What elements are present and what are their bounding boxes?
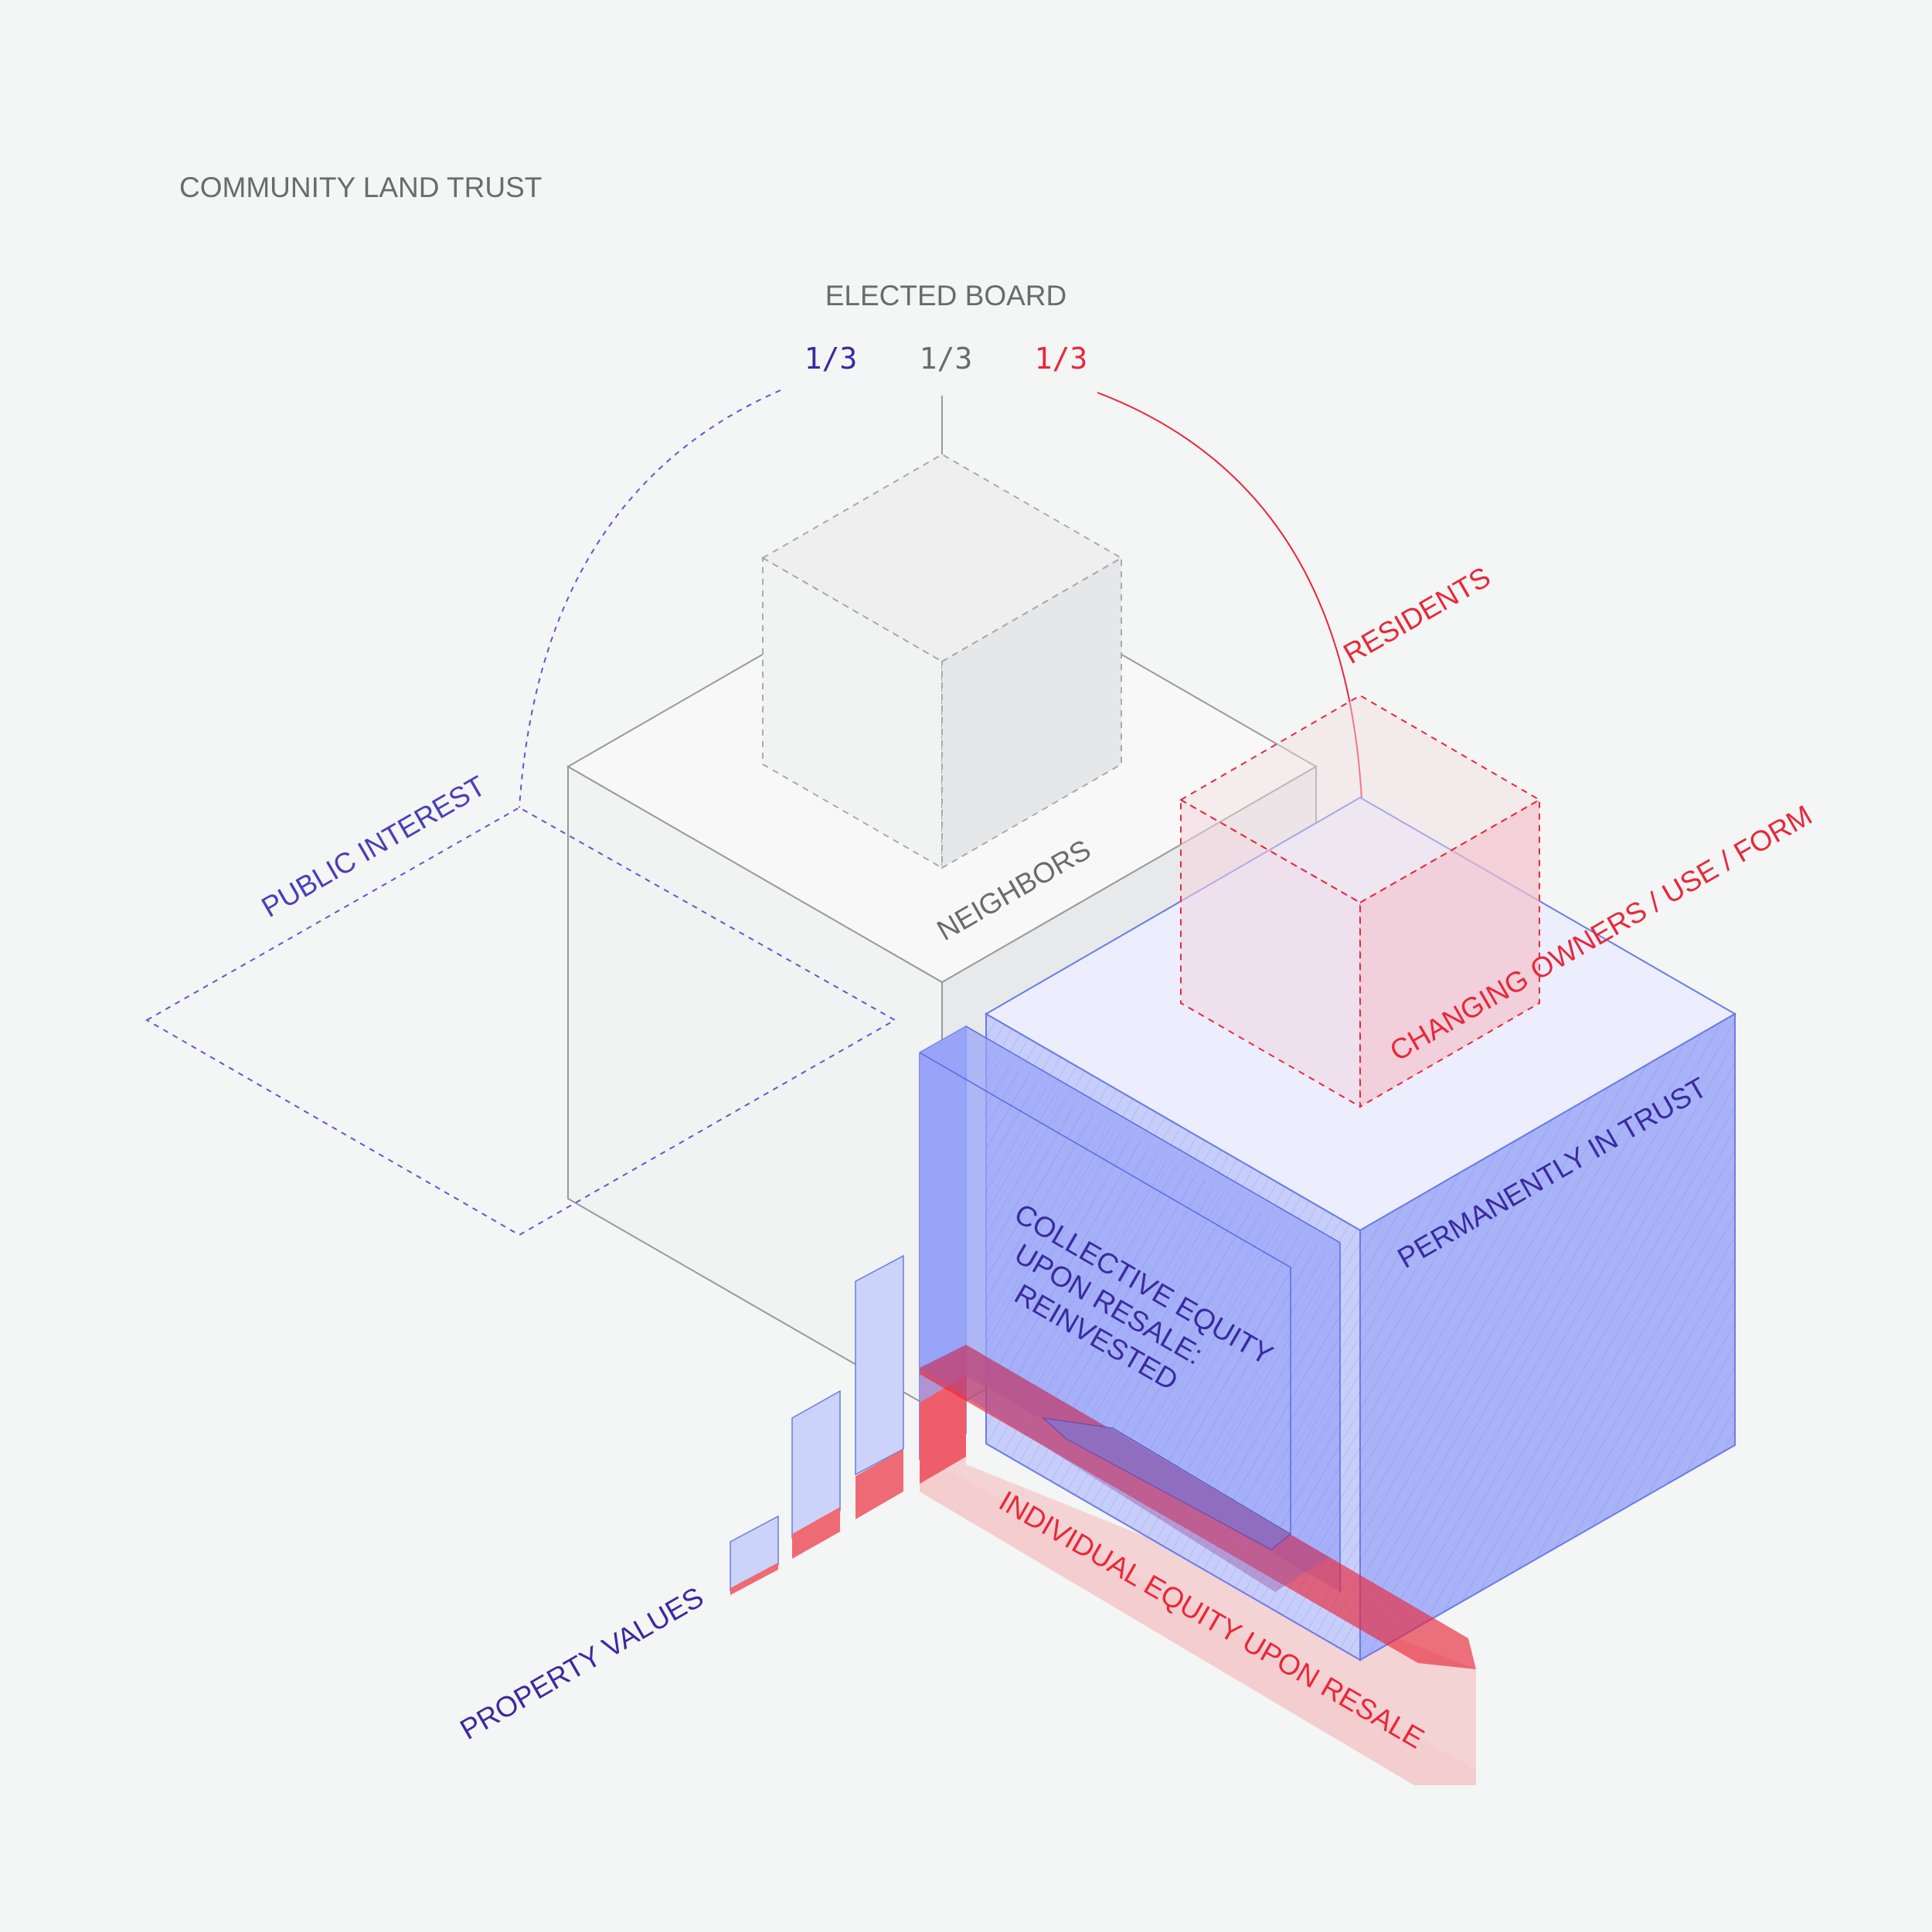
individual-equity-floor bbox=[920, 1434, 1476, 1785]
reinvest-arrow bbox=[1042, 1417, 1292, 1550]
board-share-residents: 1/3 bbox=[1035, 342, 1088, 376]
residents-cube bbox=[1179, 694, 1541, 1108]
elected-board-label: ELECTED BOARD bbox=[825, 280, 1067, 311]
public-connector-line bbox=[519, 389, 781, 808]
board-share-neighbors: 1/3 bbox=[920, 342, 973, 376]
property-value-bars bbox=[730, 1254, 904, 1595]
residents-label: RESIDENTS bbox=[1338, 561, 1496, 670]
neighbors-small-cube bbox=[761, 453, 1123, 869]
property-values-label: PROPERTY VALUES bbox=[455, 1581, 709, 1746]
property-bar-3 bbox=[855, 1254, 904, 1476]
residents-connector-line bbox=[1097, 392, 1362, 801]
board-share-public: 1/3 bbox=[804, 342, 858, 376]
collective-equity-slab bbox=[919, 1026, 1341, 1592]
public-interest-plane bbox=[145, 806, 897, 1236]
public-interest-label: PUBLIC INTEREST bbox=[257, 770, 492, 923]
diagram-title: COMMUNITY LAND TRUST bbox=[179, 172, 542, 203]
